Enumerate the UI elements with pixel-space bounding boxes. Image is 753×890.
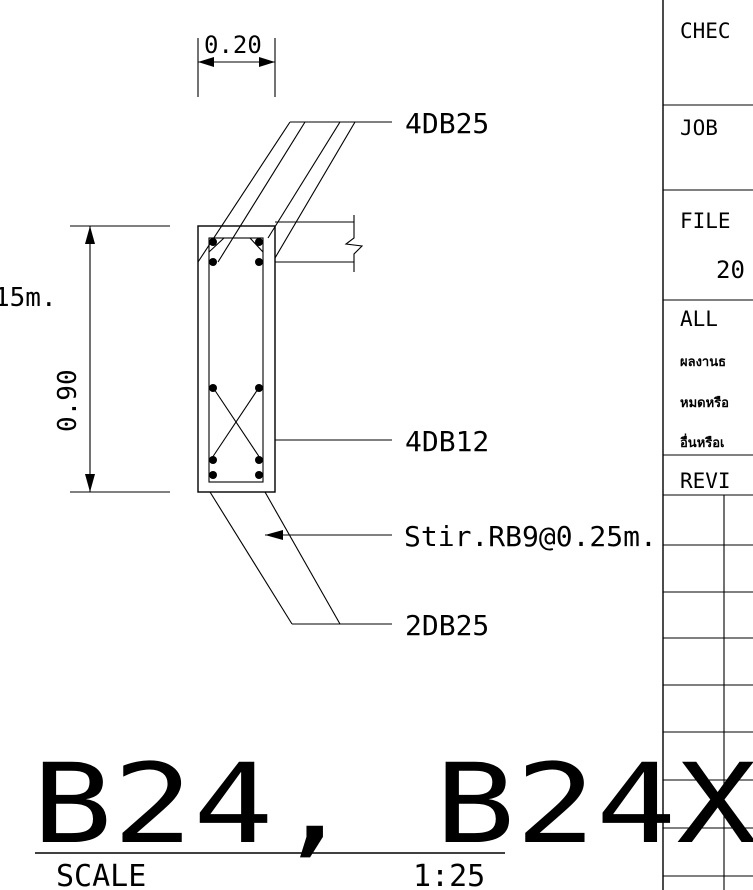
leader-line (267, 121, 341, 239)
dimension-arrow (85, 474, 95, 492)
leader-line (209, 491, 293, 625)
file-value: 20 (716, 256, 745, 284)
leader-arrow (265, 530, 283, 540)
left-cut-dimension: 15m. (0, 283, 57, 313)
dimension-arrow (85, 226, 95, 244)
dimension-arrow (259, 57, 275, 67)
rebar-dot (209, 456, 217, 464)
rebar-dot (255, 384, 263, 392)
leader-line (217, 121, 306, 263)
width-dimension: 0.20 (204, 31, 262, 59)
job-label: JOB (680, 116, 718, 140)
beam-name-title: B24, B24X (32, 740, 753, 868)
thai-notice-line-2: หมดหรือ (680, 395, 729, 411)
top-bars-label: 4DB25 (405, 107, 489, 140)
side-bars-label: 4DB12 (405, 425, 489, 458)
bottom-bars-label: 2DB25 (405, 609, 489, 642)
rebar-dot (209, 258, 217, 266)
cross-tie (211, 385, 261, 459)
leader-line (274, 121, 356, 259)
drawing-title: B24, B24X SCALE 1:25 (32, 740, 753, 890)
rebar-dot (255, 258, 263, 266)
thai-notice-line-1: ผลงานธ (680, 355, 726, 370)
rebar-dot (209, 471, 217, 479)
rebar-dot (255, 238, 263, 246)
rebar-dot (209, 384, 217, 392)
concrete-outline (197, 225, 276, 493)
break-line (344, 215, 364, 272)
stirrup-hook (208, 237, 225, 253)
leader-line (197, 121, 291, 263)
rebar-dot (255, 456, 263, 464)
depth-dimension: 0.90 (53, 369, 83, 432)
rights-label: ALL (680, 307, 718, 331)
scale-label: SCALE (56, 859, 146, 890)
stirrup-outline (208, 237, 264, 483)
checked-label: CHEC (680, 19, 731, 43)
leader-line (264, 491, 341, 625)
dimension-arrow (198, 57, 214, 67)
title-block: CHEC JOB FILE 20 ALL ผลงานธ หมดหรือ อื่น… (662, 0, 753, 890)
scale-value: 1:25 (413, 859, 485, 890)
rebar-labels: 4DB25 4DB12 Stir.RB9@0.25m. 2DB25 (197, 107, 657, 642)
revision-label: REVI (680, 469, 731, 493)
stirrup-label: Stir.RB9@0.25m. (404, 520, 657, 553)
thai-notice-line-3: อื่นหรือเ (680, 433, 725, 451)
rebar-dot (255, 471, 263, 479)
file-label: FILE (680, 209, 731, 233)
rebar-dot (209, 238, 217, 246)
beam-section (197, 215, 364, 493)
dimensions: 0.20 0.90 15m. (0, 31, 276, 493)
